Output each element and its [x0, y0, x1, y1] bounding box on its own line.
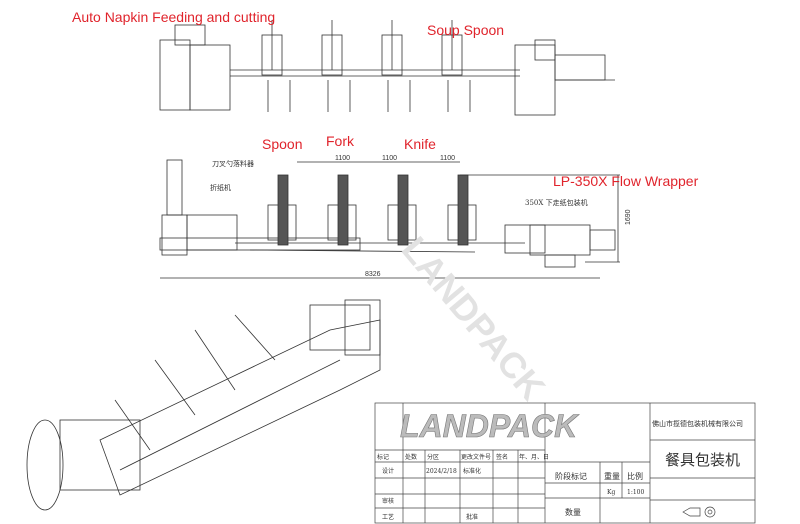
landpack-logo: LANDPACK [400, 408, 580, 444]
dim-pitch-1: 1100 [335, 155, 350, 162]
th-zone: 分区 [427, 453, 439, 461]
design-date: 2024/2/18 [426, 468, 457, 475]
weight-label: 重量 [604, 471, 620, 481]
process-label: 工艺 [382, 513, 394, 521]
scale-label: 比例 [627, 471, 643, 481]
folder-annotation: 折纸机 [210, 183, 231, 192]
quantity-label: 数量 [565, 507, 581, 517]
label-soup-spoon: Soup Spoon [427, 22, 505, 38]
approve-label: 批准 [466, 513, 478, 521]
th-change: 更改文件号 [461, 453, 491, 461]
th-mark: 标记 [377, 453, 389, 461]
scale-value: 1:100 [627, 489, 644, 496]
dropper-annotation: 刀叉勺落料器 [212, 159, 254, 168]
weight-unit: Kg [607, 489, 615, 496]
label-spoon: Spoon [262, 136, 303, 152]
th-date: 年、月、日 [519, 453, 549, 461]
label-flow-wrapper: LP-350X Flow Wrapper [553, 173, 699, 189]
wrapper-annotation: 350X 下走纸包装机 [525, 198, 588, 207]
dim-pitch-3: 1100 [440, 155, 455, 162]
standard-label: 标准化 [463, 467, 481, 475]
title-block [374, 402, 756, 524]
dim-length: 8326 [365, 271, 381, 278]
review-label: 审核 [382, 497, 394, 505]
dim-height: 1690 [625, 209, 632, 225]
label-fork: Fork [326, 133, 354, 149]
watermark: LANDPACK [394, 229, 554, 408]
design-label: 设计 [382, 467, 394, 475]
top-machine-view [159, 19, 615, 116]
isometric-view [26, 299, 381, 511]
company-name: 佛山市揽德包装机械有限公司 [652, 419, 743, 428]
label-napkin-feeding: Auto Napkin Feeding and cutting [72, 9, 276, 25]
th-count: 处数 [405, 453, 417, 461]
th-sign: 签名 [496, 453, 508, 461]
stage-label: 阶段标记 [555, 471, 587, 481]
side-machine-view [159, 159, 620, 279]
label-knife: Knife [404, 136, 436, 152]
dim-pitch-2: 1100 [382, 155, 397, 162]
drawing-name: 餐具包装机 [665, 451, 740, 469]
